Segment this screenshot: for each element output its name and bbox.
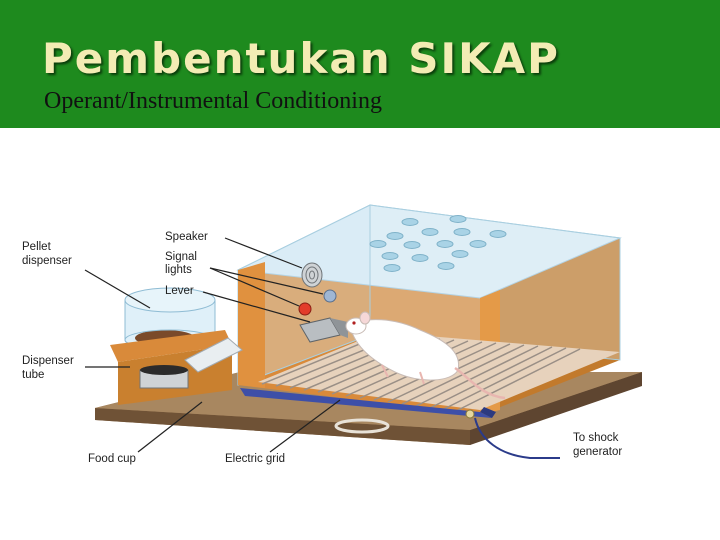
label-pellet-dispenser-line2: dispenser <box>22 255 72 267</box>
speaker <box>301 262 323 288</box>
label-pellet-dispenser-line1: Pellet <box>22 241 52 253</box>
signal-light-blue <box>323 289 337 303</box>
label-dispenser-tube-line2: tube <box>22 369 44 381</box>
label-signal-lights-line1: Signal <box>165 251 197 263</box>
label-shock-generator-line1: To shock <box>573 432 619 444</box>
slide-title: Pembentukan SIKAP <box>42 34 560 83</box>
signal-light-red <box>298 302 312 316</box>
label-dispenser-tube-line1: Dispenser <box>22 355 74 367</box>
shock-cable <box>474 417 560 459</box>
ventilation-holes <box>369 215 507 272</box>
rat <box>345 311 506 400</box>
slide-subtitle: Operant/Instrumental Conditioning <box>44 88 382 114</box>
label-electric-grid: Electric grid <box>225 453 285 465</box>
callout-lines <box>84 237 341 453</box>
label-food-cup: Food cup <box>88 453 136 465</box>
label-speaker: Speaker <box>165 231 208 243</box>
label-lever: Lever <box>165 285 194 297</box>
lever <box>299 317 348 343</box>
skinner-box-diagram: Pellet dispenser Speaker Signal lights L… <box>22 204 642 465</box>
dispenser-tube <box>184 337 243 373</box>
label-shock-generator-line2: generator <box>573 446 622 458</box>
handle <box>334 418 390 434</box>
label-signal-lights-line2: lights <box>165 264 192 276</box>
slide-header: Pembentukan SIKAP Operant/Instrumental C… <box>0 0 720 128</box>
